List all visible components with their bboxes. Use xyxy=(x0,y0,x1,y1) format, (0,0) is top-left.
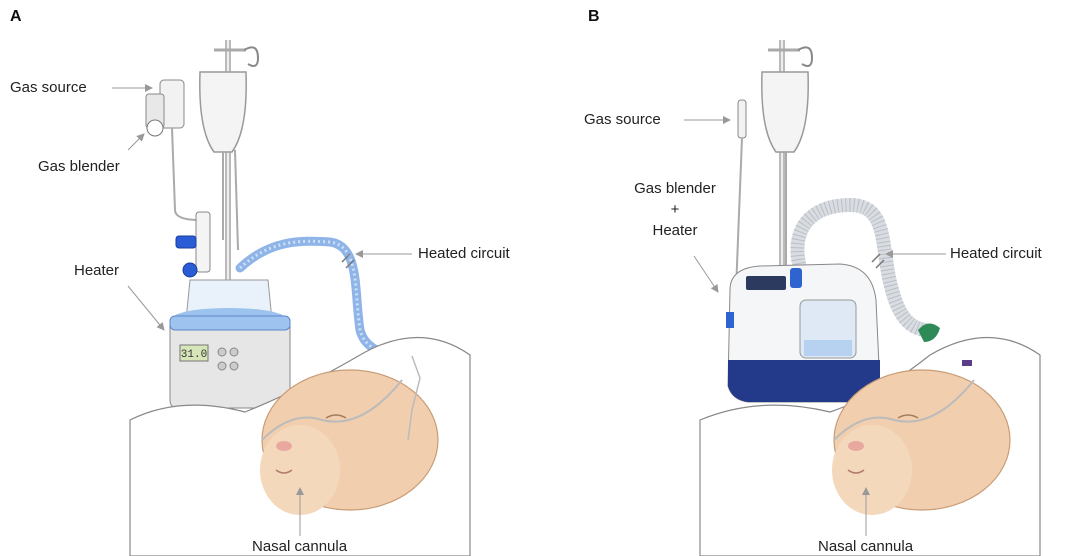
blender-heater-device-b xyxy=(726,264,880,402)
gas-blender-heater-line3: Heater xyxy=(620,222,730,240)
gas-blender-a xyxy=(146,80,200,220)
gas-source-b xyxy=(736,100,746,290)
panel-b-drawing xyxy=(684,40,1040,556)
panel-a-letter: A xyxy=(10,8,22,26)
nasal-cannula-label-b: Nasal cannula xyxy=(818,538,913,556)
gas-blender-heater-label-b: Gas blender + Heater xyxy=(620,180,730,240)
heater-display-a: 31.0 xyxy=(181,349,207,361)
gas-source-label-a: Gas source xyxy=(10,79,87,97)
heated-circuit-label-b: Heated circuit xyxy=(950,245,1042,263)
heater-device-a: 31.0 xyxy=(170,316,290,408)
gas-blender-heater-line1: Gas blender xyxy=(620,180,730,198)
flowmeter-a xyxy=(176,212,210,277)
gas-source-label-b: Gas source xyxy=(584,111,661,129)
gas-blender-heater-line2: + xyxy=(620,201,730,219)
heated-circuit-label-a: Heated circuit xyxy=(418,245,510,263)
nasal-cannula-label-a: Nasal cannula xyxy=(252,538,347,556)
panel-a-drawing: 31.0 xyxy=(112,40,470,556)
heater-label-a: Heater xyxy=(74,262,119,280)
panel-b-letter: B xyxy=(588,8,600,26)
gas-blender-label-a: Gas blender xyxy=(38,158,120,176)
